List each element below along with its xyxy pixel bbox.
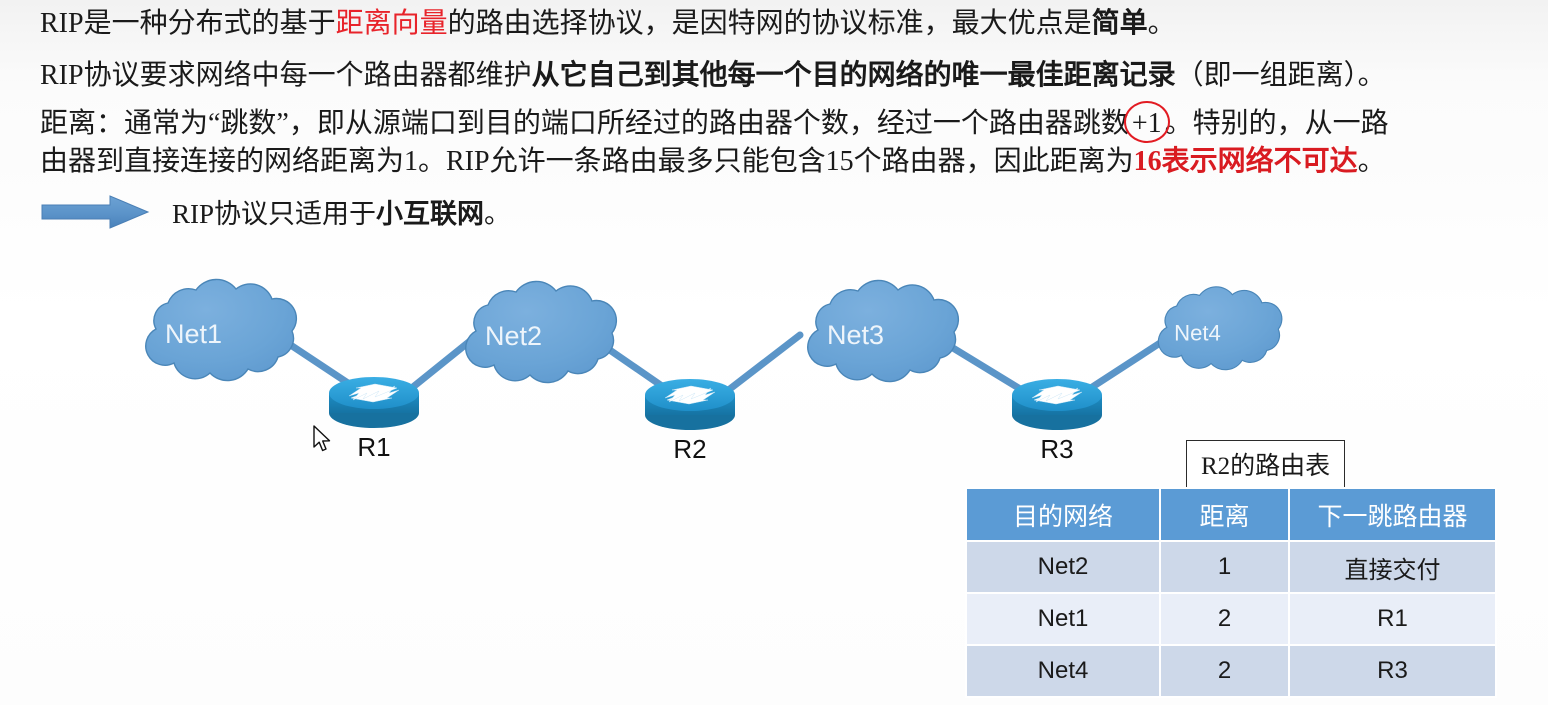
cell-next-hop: R3 xyxy=(1288,644,1497,698)
link-r2-net3 xyxy=(718,331,804,399)
line4-seg3: 。 xyxy=(1357,146,1386,177)
line1-seg3: 的路由选择协议，是因特网的协议标准，最大优点是 xyxy=(447,8,1092,39)
cell-next-hop: R1 xyxy=(1288,592,1497,646)
table-row: Net4 2 R3 xyxy=(965,644,1497,698)
column-header-next-hop: 下一跳路由器 xyxy=(1288,487,1497,542)
arrow-note-bold: 小互联网 xyxy=(376,199,485,229)
network-topology-diagram: Net1 Net2 Net3 Net4 R1 R2 xyxy=(145,278,1283,464)
router-r3: R3 xyxy=(1011,378,1103,464)
cell-distance: 2 xyxy=(1159,644,1290,698)
cell-next-hop: 直接交付 xyxy=(1288,540,1497,594)
arrow-note-row: RIP协议只适用于小互联网。 xyxy=(40,192,511,231)
cell-destination: Net4 xyxy=(965,644,1161,698)
line4-seg1: 由器到直接连接的网络距离为1。RIP允许一条路由最多只能包含15个路由器，因此距… xyxy=(40,146,1134,177)
column-header-destination: 目的网络 xyxy=(965,487,1161,542)
line1-seg5: 。 xyxy=(1147,8,1176,39)
cloud-net2-label: Net2 xyxy=(485,321,542,351)
cloud-net4-label: Net4 xyxy=(1174,321,1221,346)
paragraph-line-4: 由器到直接连接的网络距离为1。RIP允许一条路由最多只能包含15个路由器，因此距… xyxy=(40,142,1386,182)
line2-seg1: RIP协议要求网络中每一个路由器都维护 xyxy=(40,60,532,91)
line1-highlight-distance-vector: 距离向量 xyxy=(335,8,448,39)
paragraph-line-1: RIP是一种分布式的基于距离向量的路由选择协议，是因特网的协议标准，最大优点是简… xyxy=(40,4,1176,44)
cell-destination: Net1 xyxy=(965,592,1161,646)
routing-table-container: 目的网络 距离 下一跳路由器 Net2 1 直接交付 Net1 2 R1 Net… xyxy=(965,487,1497,698)
routing-table: 目的网络 距离 下一跳路由器 Net2 1 直接交付 Net1 2 R1 Net… xyxy=(965,487,1497,698)
table-row: Net1 2 R1 xyxy=(965,592,1497,646)
line2-bold-record: 从它自己到其他每一个目的网络的唯一最佳距离记录 xyxy=(531,60,1176,91)
cell-distance: 1 xyxy=(1159,540,1290,594)
routing-table-title: R2的路由表 xyxy=(1186,440,1346,490)
cloud-net2: Net2 xyxy=(465,280,618,384)
router-r1-label: R1 xyxy=(357,432,390,462)
arrow-note-text: RIP协议只适用于小互联网。 xyxy=(172,192,511,231)
line1-seg1: RIP是一种分布式的基于 xyxy=(40,8,336,39)
router-r3-label: R3 xyxy=(1040,434,1073,464)
paragraph-line-2: RIP协议要求网络中每一个路由器都维护从它自己到其他每一个目的网络的唯一最佳距离… xyxy=(40,56,1386,96)
circled-plus-one-annotation: +1 xyxy=(1123,101,1170,144)
arrow-note-seg1: RIP协议只适用于 xyxy=(172,199,377,229)
paragraph-line-3: 距离：通常为“跳数”，即从源端口到目的端口所经过的路由器个数，经过一个路由器跳数… xyxy=(40,101,1389,144)
right-block-arrow-icon xyxy=(41,194,150,229)
router-r2: R2 xyxy=(644,378,736,464)
cell-distance: 2 xyxy=(1159,592,1290,646)
table-row: Net2 1 直接交付 xyxy=(965,540,1497,594)
line4-highlight-unreachable: 16表示网络不可达 xyxy=(1133,146,1358,177)
router-r1: R1 xyxy=(328,376,420,462)
mouse-pointer-icon xyxy=(313,425,331,452)
arrow-note-seg3: 。 xyxy=(484,199,512,229)
line2-seg3: （即一组距离）。 xyxy=(1175,60,1386,91)
cloud-net3-label: Net3 xyxy=(827,320,884,350)
router-r2-label: R2 xyxy=(673,434,706,464)
table-header-row: 目的网络 距离 下一跳路由器 xyxy=(965,487,1497,542)
cell-destination: Net2 xyxy=(965,540,1161,594)
line3-seg1: 距离：通常为“跳数”，即从源端口到目的端口所经过的路由器个数，经过一个路由器跳数 xyxy=(40,108,1129,139)
column-header-distance: 距离 xyxy=(1159,487,1290,542)
line1-bold-simple: 简单 xyxy=(1091,8,1148,39)
cloud-net1: Net1 xyxy=(145,278,298,382)
cloud-net3: Net3 xyxy=(807,279,960,383)
cloud-net1-label: Net1 xyxy=(165,319,222,349)
line3-seg3: 。特别的，从一路 xyxy=(1164,108,1389,139)
cloud-net4: Net4 xyxy=(1157,286,1283,371)
